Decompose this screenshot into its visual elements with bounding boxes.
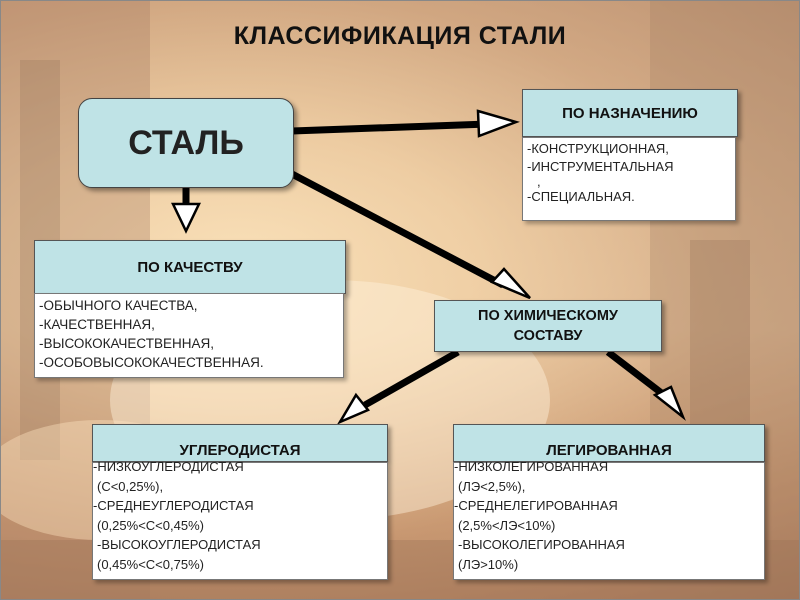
- quality-item: -КАЧЕСТВЕННАЯ,: [39, 317, 155, 332]
- arrow-to-carbon: [363, 348, 460, 409]
- quality-item: -ОБЫЧНОГО КАЧЕСТВА,: [39, 298, 198, 313]
- alloy-header: ЛЕГИРОВАННАЯ: [453, 424, 765, 462]
- alloy-body: -НИЗКОЛЕГИРОВАННАЯ (ЛЭ<2,5%), -СРЕДНЕЛЕГ…: [453, 459, 765, 580]
- alloy-item: (ЛЭ<2,5%),: [458, 478, 526, 494]
- chemical-header-line1: ПО ХИМИЧЕСКОМУ: [478, 308, 618, 324]
- carbon-header-label: УГЛЕРОДИСТАЯ: [179, 442, 301, 459]
- carbon-body: -НИЗКОУГЛЕРОДИСТАЯ (С<0,25%), -СРЕДНЕУГЛ…: [92, 459, 388, 580]
- purpose-body: -КОНСТРУКЦИОННАЯ, -ИНСТРУМЕНТАЛЬНАЯ , -С…: [522, 137, 736, 221]
- arrowhead-quality: [171, 202, 201, 234]
- carbon-item: -СРЕДНЕУГЛЕРОДИСТАЯ: [93, 498, 254, 513]
- purpose-item: ,: [537, 174, 541, 189]
- purpose-item: -КОНСТРУКЦИОННАЯ,: [527, 141, 669, 156]
- steel-root-node: СТАЛЬ: [78, 98, 294, 188]
- arrowhead-carbon: [336, 392, 371, 425]
- carbon-item: -НИЗКОУГЛЕРОДИСТАЯ: [93, 459, 244, 474]
- arrowhead-chemical: [489, 267, 531, 300]
- quality-item: -ВЫСОКОКАЧЕСТВЕННАЯ,: [39, 336, 214, 351]
- purpose-header: ПО НАЗНАЧЕНИЮ: [522, 89, 738, 137]
- alloy-item: -ВЫСОКОЛЕГИРОВАННАЯ: [458, 537, 625, 552]
- purpose-item: -СПЕЦИАЛЬНАЯ.: [527, 189, 635, 204]
- arrow-to-chemical: [290, 170, 505, 289]
- quality-header: ПО КАЧЕСТВУ: [34, 240, 346, 294]
- arrowhead-alloy: [652, 385, 686, 421]
- quality-body: -ОБЫЧНОГО КАЧЕСТВА, -КАЧЕСТВЕННАЯ, -ВЫСО…: [34, 293, 344, 378]
- carbon-item: -ВЫСОКОУГЛЕРОДИСТАЯ: [97, 537, 261, 552]
- purpose-item: -ИНСТРУМЕНТАЛЬНАЯ: [527, 159, 674, 174]
- purpose-header-label: ПО НАЗНАЧЕНИЮ: [562, 104, 698, 122]
- carbon-item: (0,45%<С<0,75%): [97, 556, 204, 572]
- chemical-header-line2: СОСТАВУ: [513, 328, 583, 344]
- arrowhead-purpose: [476, 109, 520, 138]
- quality-header-label: ПО КАЧЕСТВУ: [137, 258, 243, 276]
- alloy-item: (2,5%<ЛЭ<10%): [458, 517, 556, 533]
- arrow-to-purpose: [291, 120, 489, 135]
- quality-item: -ОСОБОВЫСОКОКАЧЕСТВЕННАЯ.: [39, 355, 264, 370]
- alloy-item: -НИЗКОЛЕГИРОВАННАЯ: [454, 459, 609, 474]
- carbon-item: (0,25%<С<0,45%): [97, 517, 204, 533]
- alloy-item: (ЛЭ>10%): [458, 556, 519, 572]
- arrow-to-alloy: [605, 349, 671, 401]
- carbon-item: (С<0,25%),: [97, 478, 164, 494]
- alloy-item: -СРЕДНЕЛЕГИРОВАННАЯ: [454, 498, 618, 513]
- chemical-header: ПО ХИМИЧЕСКОМУ СОСТАВУ: [434, 300, 662, 352]
- carbon-header: УГЛЕРОДИСТАЯ: [92, 424, 388, 462]
- alloy-header-label: ЛЕГИРОВАННАЯ: [546, 442, 672, 459]
- page-title: КЛАССИФИКАЦИЯ СТАЛИ: [233, 22, 567, 50]
